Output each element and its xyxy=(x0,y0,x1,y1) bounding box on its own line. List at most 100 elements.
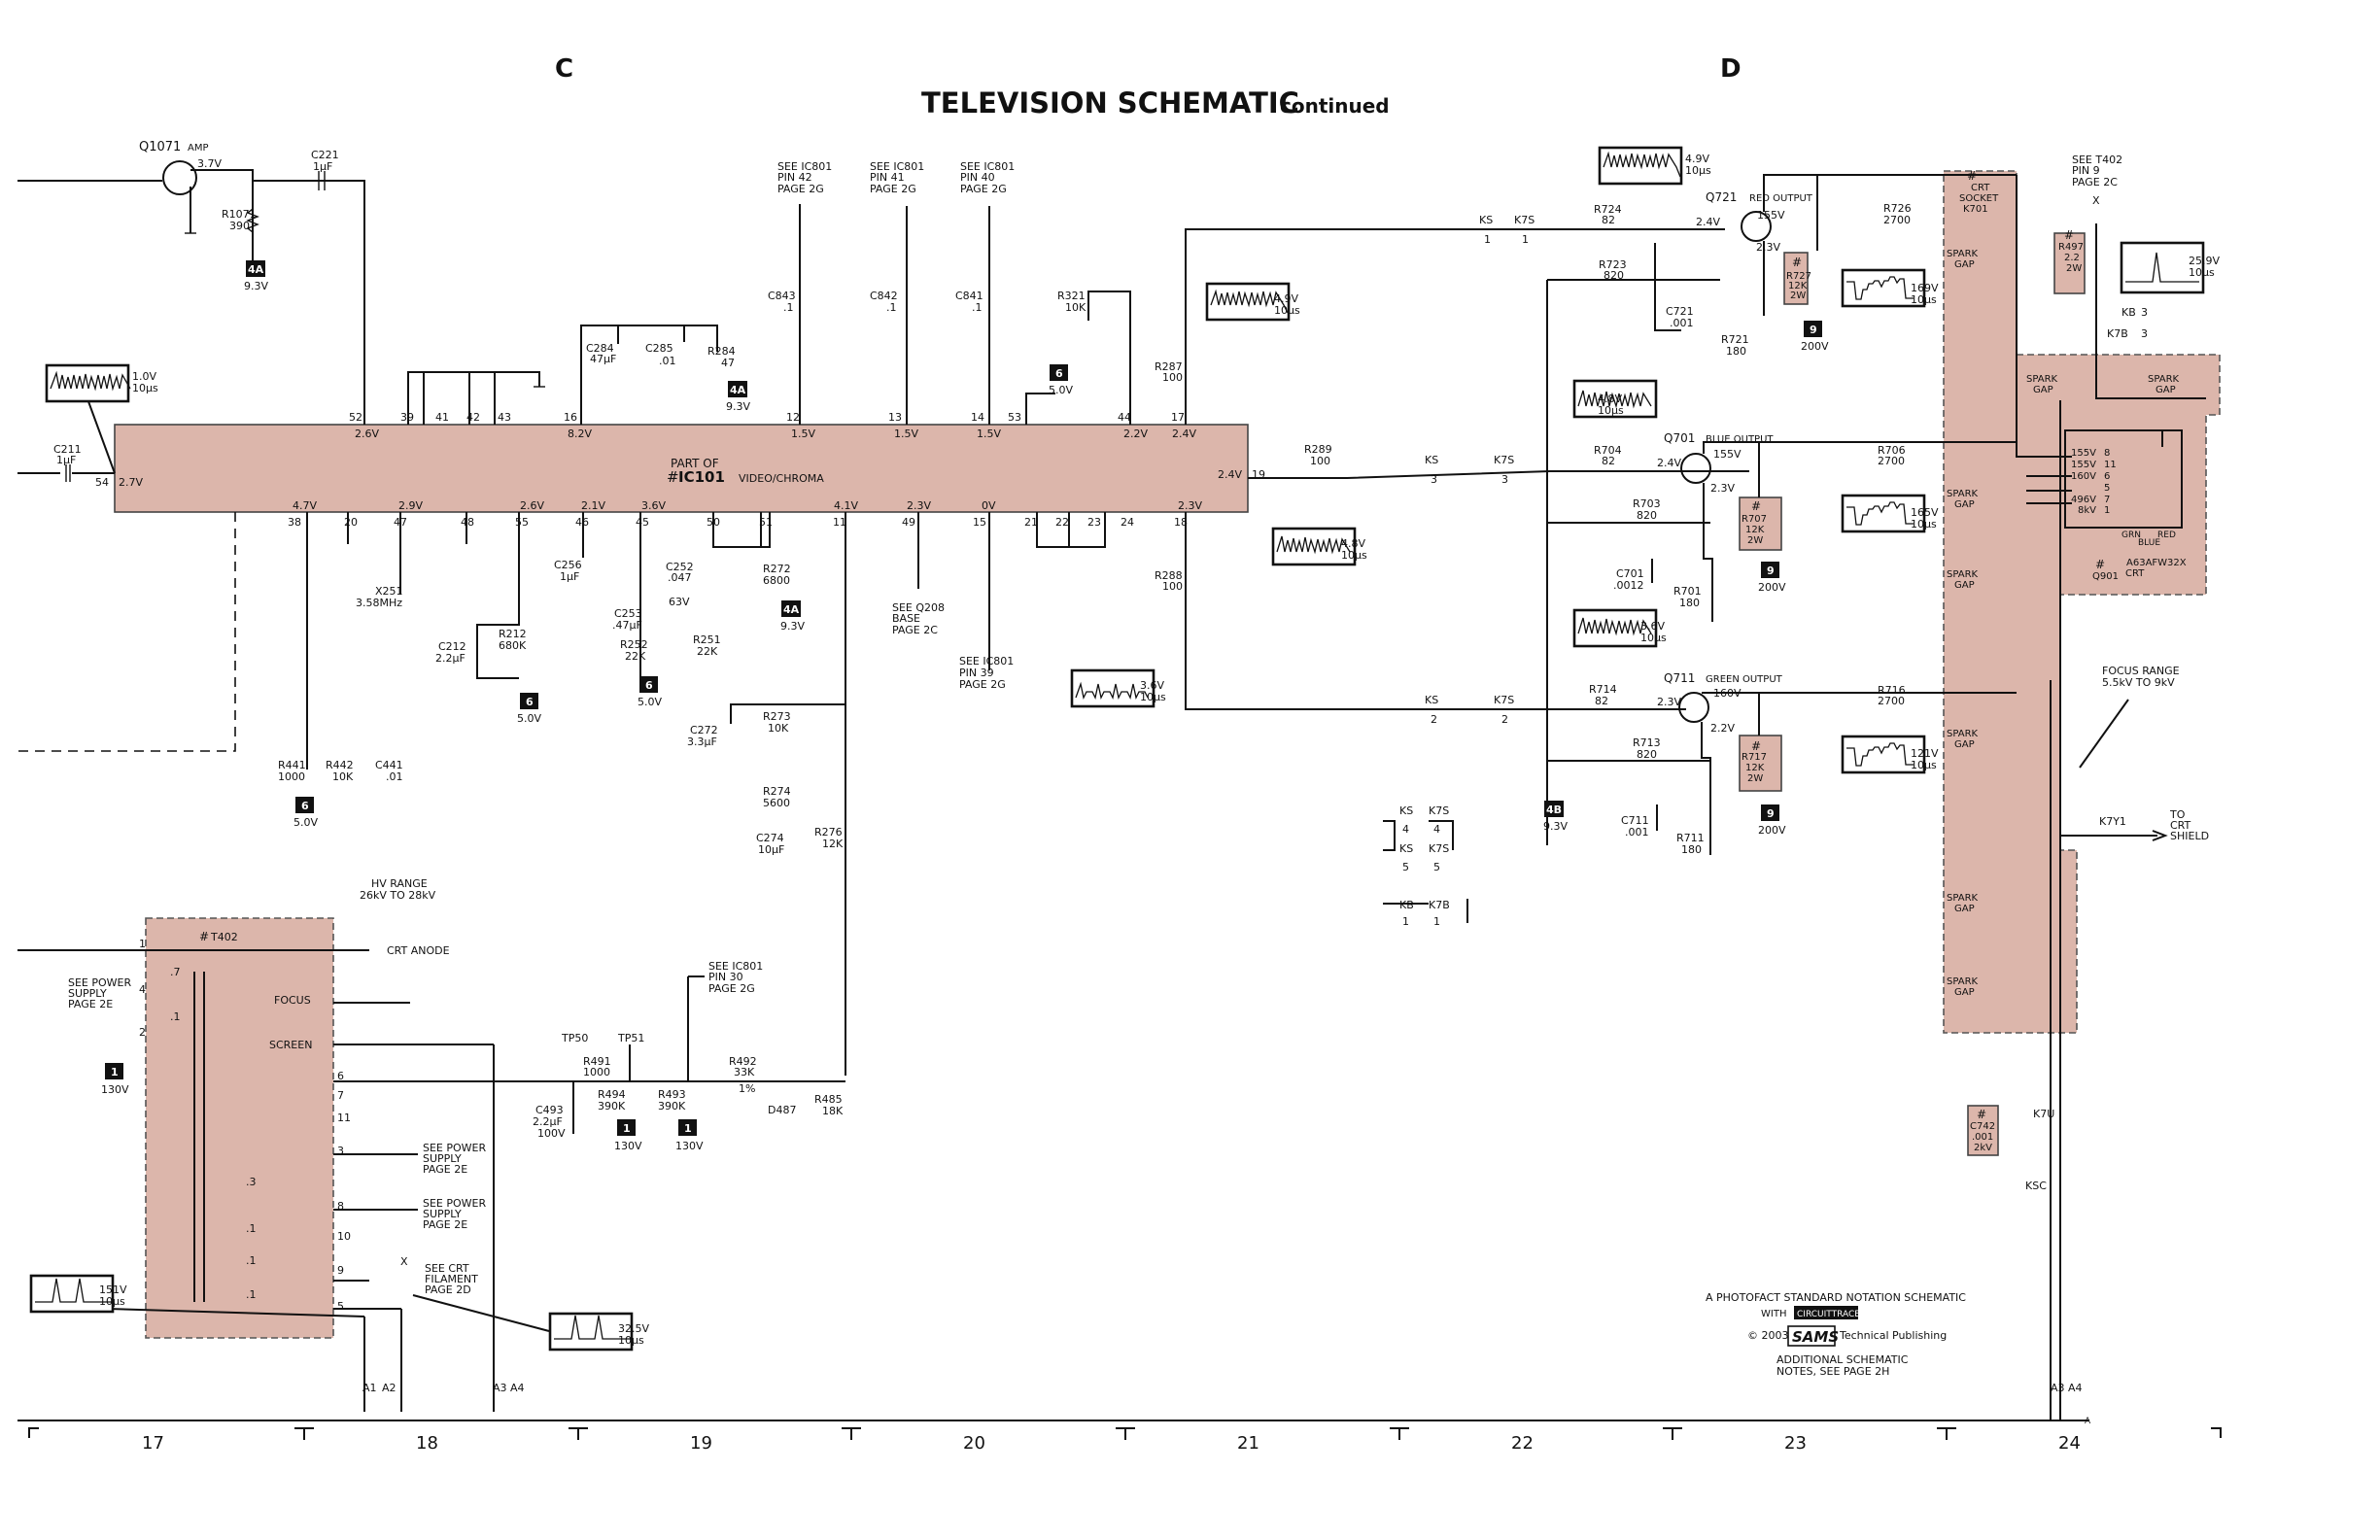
r1071-label: R1071 xyxy=(222,208,257,221)
svg-text:33K: 33K xyxy=(734,1066,755,1078)
svg-text:K7S: K7S xyxy=(1494,454,1514,466)
svg-text:1: 1 xyxy=(139,938,146,950)
svg-text:100: 100 xyxy=(1162,580,1183,593)
c211-label: C211 xyxy=(53,443,82,456)
svg-text:BLUE: BLUE xyxy=(2138,538,2160,548)
svg-text:SPARK: SPARK xyxy=(2148,374,2180,385)
svg-text:PIN 9: PIN 9 xyxy=(2072,164,2100,177)
svg-text:R494: R494 xyxy=(598,1088,626,1101)
svg-text:43: 43 xyxy=(498,411,511,424)
svg-text:X251: X251 xyxy=(375,585,403,598)
svg-text:82: 82 xyxy=(1602,214,1615,226)
svg-text:2.2µF: 2.2µF xyxy=(533,1115,563,1128)
ic101-top-voltages: 2.6V 8.2V 1.5V 1.5V 1.5V 2.2V 2.4V xyxy=(355,428,1196,440)
svg-text:21: 21 xyxy=(1237,1433,1259,1454)
svg-text:T402: T402 xyxy=(210,931,238,943)
svg-text:GAP: GAP xyxy=(1954,904,1975,914)
svg-text:12K: 12K xyxy=(822,838,844,850)
svg-text:0V: 0V xyxy=(982,499,996,512)
svg-text:R721: R721 xyxy=(1721,333,1749,346)
svg-text:R716: R716 xyxy=(1878,684,1906,697)
svg-text:10: 10 xyxy=(337,1230,351,1243)
svg-text:C285: C285 xyxy=(645,342,673,355)
svg-text:18K: 18K xyxy=(822,1105,844,1117)
ic101-hash: # xyxy=(667,468,679,486)
svg-text:2.9V: 2.9V xyxy=(398,499,423,512)
svg-text:C253: C253 xyxy=(614,607,642,620)
ref-q208: SEE Q208 BASE PAGE 2C xyxy=(892,601,945,636)
svg-text:GAP: GAP xyxy=(2033,385,2053,395)
svg-text:32.5V: 32.5V xyxy=(618,1322,649,1335)
crt-anode-label: CRT ANODE xyxy=(387,944,450,957)
svg-text:K7S: K7S xyxy=(1494,694,1514,706)
svg-text:82: 82 xyxy=(1602,455,1615,467)
svg-text:130V: 130V xyxy=(675,1140,704,1152)
svg-text:PAGE 2G: PAGE 2G xyxy=(959,678,1006,691)
svg-text:200V: 200V xyxy=(1758,581,1786,594)
svg-text:GAP: GAP xyxy=(1954,739,1975,750)
svg-text:151V: 151V xyxy=(99,1283,127,1296)
svg-text:GAP: GAP xyxy=(1954,499,1975,510)
c221-value: 1µF xyxy=(313,160,332,173)
svg-text:2700: 2700 xyxy=(1878,455,1905,467)
svg-text:.1: .1 xyxy=(246,1222,257,1235)
svg-text:6: 6 xyxy=(645,679,653,692)
ref-t402: SEE T402 PIN 9 PAGE 2C xyxy=(2072,154,2122,188)
svg-text:PIN 30: PIN 30 xyxy=(708,971,743,983)
svg-text:24: 24 xyxy=(2058,1433,2081,1454)
svg-text:1: 1 xyxy=(1484,233,1491,246)
svg-text:C272: C272 xyxy=(690,724,718,736)
svg-text:1: 1 xyxy=(2104,505,2110,516)
svg-text:20: 20 xyxy=(963,1433,985,1454)
svg-text:8.2V: 8.2V xyxy=(568,428,592,440)
svg-text:R252: R252 xyxy=(620,638,648,651)
svg-text:CRT: CRT xyxy=(1971,183,1990,193)
svg-text:R706: R706 xyxy=(1878,444,1906,457)
ref-ic801-41: SEE IC801 PIN 41 PAGE 2G xyxy=(870,160,924,195)
svg-text:C284: C284 xyxy=(586,342,614,355)
svg-text:17: 17 xyxy=(1171,411,1185,424)
svg-text:23: 23 xyxy=(1087,516,1101,529)
svg-text:2700: 2700 xyxy=(1883,214,1911,226)
svg-text:6800: 6800 xyxy=(763,574,790,587)
svg-text:1000: 1000 xyxy=(583,1066,610,1078)
svg-text:PAGE 2E: PAGE 2E xyxy=(68,998,113,1010)
svg-text:53: 53 xyxy=(1008,411,1021,424)
svg-text:SPARK: SPARK xyxy=(1947,729,1979,739)
svg-text:49: 49 xyxy=(902,516,915,529)
svg-text:#: # xyxy=(1792,256,1802,269)
svg-text:2.6V: 2.6V xyxy=(520,499,544,512)
r727-highlight xyxy=(1783,252,1809,305)
ref-ic801-42: SEE IC801 PIN 42 PAGE 2G xyxy=(777,160,832,195)
ic101-top-pins: 52 39 41 42 43 16 12 13 14 53 44 17 xyxy=(349,411,1185,424)
svg-text:SEE IC801: SEE IC801 xyxy=(959,655,1014,667)
svg-text:D487: D487 xyxy=(768,1104,796,1116)
svg-text:.001: .001 xyxy=(1972,1132,1993,1143)
svg-text:K7U: K7U xyxy=(2033,1108,2054,1120)
svg-text:R289: R289 xyxy=(1304,443,1332,456)
svg-text:PIN 39: PIN 39 xyxy=(959,667,994,679)
c211-value: 1µF xyxy=(56,454,76,466)
svg-text:6: 6 xyxy=(2104,471,2110,482)
svg-text:SEE POWER: SEE POWER xyxy=(423,1142,486,1154)
svg-text:3.6V: 3.6V xyxy=(641,499,666,512)
svg-text:6: 6 xyxy=(1055,367,1063,380)
svg-text:.1: .1 xyxy=(246,1254,257,1267)
svg-text:Q901: Q901 xyxy=(2092,571,2119,582)
svg-text:2W: 2W xyxy=(2066,263,2082,274)
svg-text:2.2: 2.2 xyxy=(2064,253,2080,263)
svg-text:2: 2 xyxy=(1501,713,1508,726)
svg-text:© 2003: © 2003 xyxy=(1747,1329,1789,1342)
svg-text:1: 1 xyxy=(1522,233,1529,246)
svg-text:.047: .047 xyxy=(668,571,692,584)
svg-text:PIN 41: PIN 41 xyxy=(870,171,905,184)
svg-text:RED OUTPUT: RED OUTPUT xyxy=(1749,193,1813,204)
svg-text:10µs: 10µs xyxy=(1274,304,1300,317)
